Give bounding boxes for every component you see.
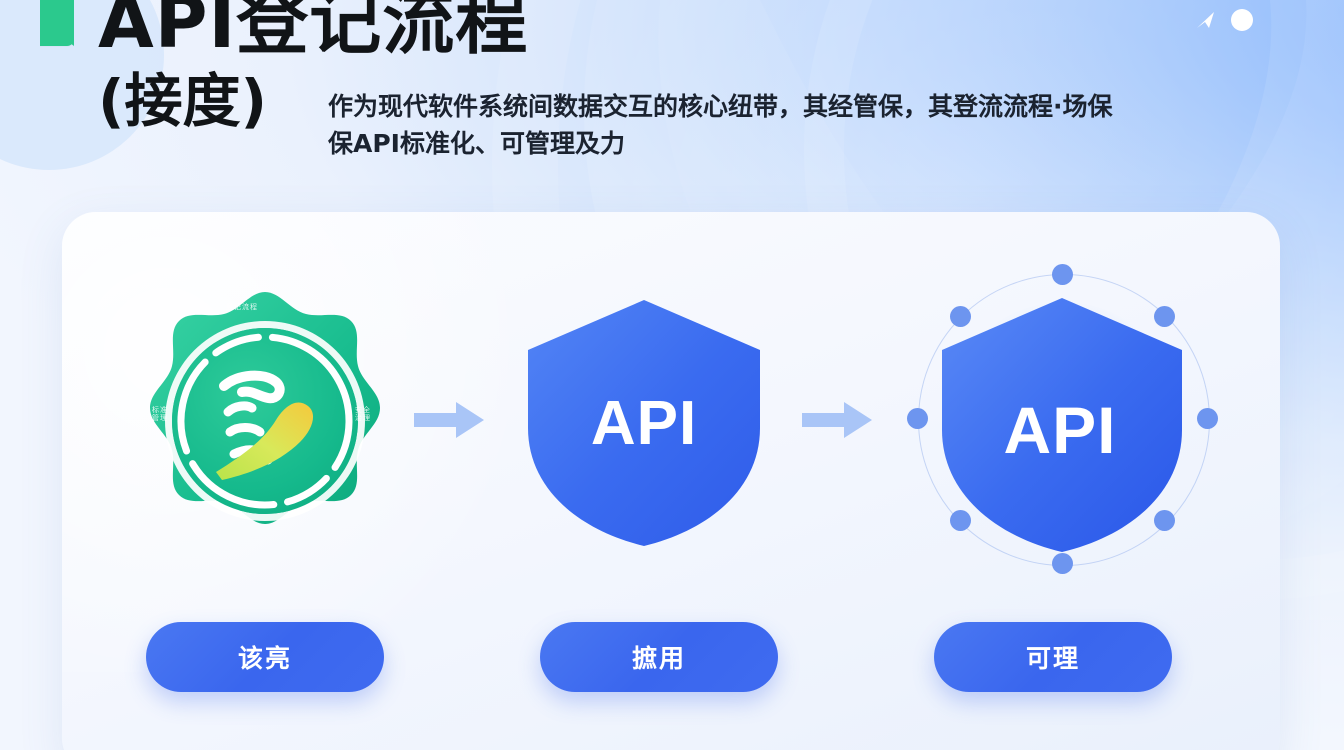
pill-button-1-label: 该亮	[237, 644, 292, 673]
api-shield-2-label: API	[590, 389, 698, 458]
pill-button-2[interactable]: 摭用	[540, 622, 778, 692]
orbit-dot-nw	[950, 306, 971, 327]
header-description: 作为现代软件系统间数据交互的核心纽带，其经管保，其登流流程·场保 保API标准化…	[328, 88, 1228, 162]
logo-badge-left: 标准 管理	[152, 406, 168, 423]
flow-card: 登记流程 标准 管理 安全 治理	[62, 212, 1280, 750]
white-dot-decoration	[1231, 9, 1253, 31]
orbit-dot-s	[1052, 553, 1073, 574]
header-description-line-1: 作为现代软件系统间数据交互的核心纽带，其经管保，其登流流程·场保	[328, 92, 1113, 121]
orbit-dot-se	[1154, 510, 1175, 531]
orbit-dot-ne	[1154, 306, 1175, 327]
green-wave-logo: 登记流程 标准 管理 安全 治理	[130, 286, 400, 556]
logo-inner-circle	[172, 328, 358, 514]
orbit-dot-w	[907, 408, 928, 429]
header-description-line-2: 保API标准化、可管理及力	[328, 129, 625, 158]
cursor-arrow-icon	[1192, 8, 1218, 34]
orbit-dot-n	[1052, 264, 1073, 285]
page-title-block: API登记流程 (接度)	[98, 0, 528, 134]
api-shield-2: API	[514, 280, 774, 560]
page-title: API登记流程	[98, 0, 529, 64]
shield-shape-3	[938, 296, 1186, 554]
flow-arrow-1-icon	[414, 400, 484, 440]
flow-row: 登记流程 标准 管理 安全 治理	[62, 264, 1280, 590]
shield-shape-2	[524, 298, 764, 548]
logo-badge-top: 登记流程	[226, 303, 258, 311]
orbit-dot-sw	[950, 510, 971, 531]
logo-badge-right: 安全 治理	[355, 406, 371, 423]
pill-row: 该亮 摭用 可理	[62, 622, 1280, 712]
pill-button-3[interactable]: 可理	[934, 622, 1172, 692]
api-shield-3: API	[900, 264, 1220, 584]
flow-arrow-2-icon	[802, 400, 872, 440]
orbit-dot-e	[1197, 408, 1218, 429]
api-shield-3-label: API	[1003, 393, 1117, 467]
page-subtitle: (接度)	[98, 66, 268, 135]
pill-button-2-label: 摭用	[631, 644, 686, 673]
green-triangle-icon	[40, 0, 74, 46]
pill-button-3-label: 可理	[1025, 644, 1080, 673]
pill-button-1[interactable]: 该亮	[146, 622, 384, 692]
